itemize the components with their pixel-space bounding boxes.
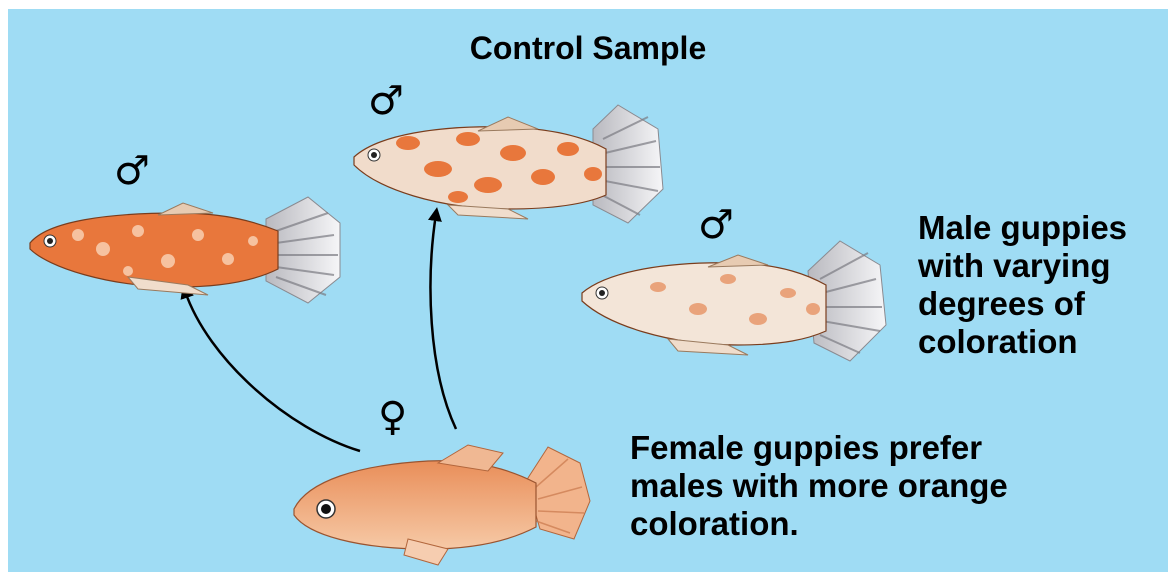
- male-symbol-icon-right: ♂: [698, 205, 734, 245]
- male-caption-line: with varying: [918, 247, 1127, 285]
- arrow-to-top-male: [431, 214, 456, 429]
- male-caption-line: Male guppies: [918, 209, 1127, 247]
- female-guppy: [294, 445, 590, 565]
- female-caption: Female guppies prefer males with more or…: [630, 429, 1008, 543]
- male-symbol-icon-left: ♂: [114, 151, 150, 191]
- arrow-to-left-male: [185, 291, 360, 451]
- male-caption-line: degrees of: [918, 285, 1127, 323]
- male-guppy-left: [30, 197, 340, 303]
- male-symbol-icon-top: ♂: [368, 81, 404, 121]
- female-caption-line: coloration.: [630, 505, 1008, 543]
- male-caption-line: coloration: [918, 323, 1127, 361]
- female-caption-line: Female guppies prefer: [630, 429, 1008, 467]
- diagram-canvas: Control Sample: [8, 9, 1168, 572]
- male-guppy-right: [582, 241, 886, 361]
- male-caption: Male guppies with varying degrees of col…: [918, 209, 1127, 361]
- female-caption-line: males with more orange: [630, 467, 1008, 505]
- female-symbol-icon: ♀: [378, 397, 407, 437]
